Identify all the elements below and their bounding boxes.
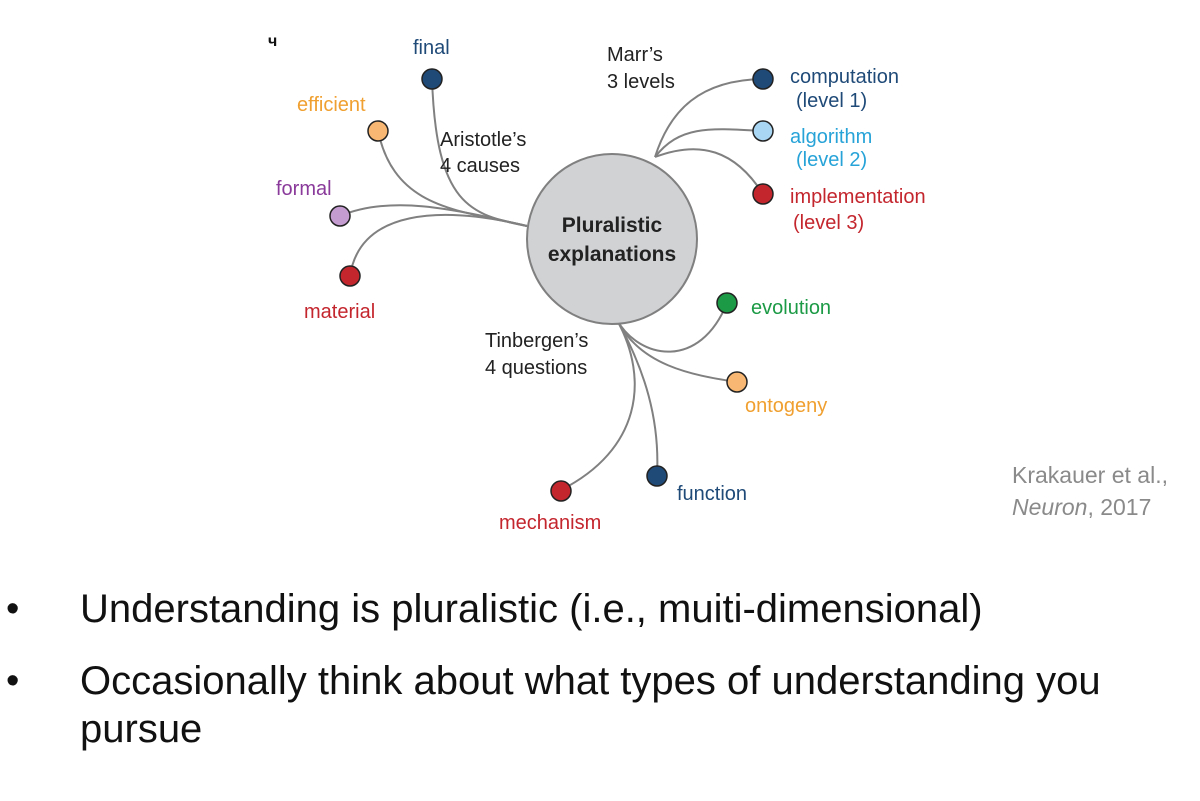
node-implementation: implementation (level 3) [752, 183, 926, 234]
node-function-label: function [677, 483, 747, 505]
node-final-label: final [413, 37, 450, 59]
tinbergen-group-label: Tinbergen’s 4 questions [485, 330, 588, 379]
node-algorithm-sublabel: (level 2) [796, 149, 867, 171]
node-implementation-sublabel: (level 3) [793, 212, 864, 234]
marr-branches [654, 78, 764, 195]
node-ontogeny: ontogeny [726, 371, 827, 417]
bullet-text: Understanding is pluralistic (i.e., muit… [80, 587, 983, 631]
node-computation-label: computation [790, 66, 899, 88]
node-ontogeny-label: ontogeny [745, 395, 827, 417]
node-ontogeny-dot [726, 371, 748, 393]
aristotle-line2: 4 causes [440, 155, 520, 177]
branch-implementation [654, 148, 764, 195]
node-function: function [646, 465, 747, 505]
node-algorithm-dot [752, 120, 774, 142]
node-implementation-label: implementation [790, 186, 926, 208]
node-formal: formal [276, 178, 351, 227]
branch-computation [654, 78, 764, 158]
node-algorithm-label: algorithm [790, 126, 872, 148]
node-mechanism-label: mechanism [499, 512, 601, 534]
branch-ontogeny [616, 319, 738, 383]
bullet-symbol: • [6, 660, 20, 702]
node-evolution: evolution [716, 292, 831, 319]
node-efficient: efficient [297, 94, 389, 142]
citation-source: Neuron, 2017 [1012, 491, 1168, 523]
hub-label-line1: Pluralistic [562, 214, 663, 237]
node-evolution-label: evolution [751, 297, 831, 319]
bullet-list: • Understanding is pluralistic (i.e., mu… [0, 585, 1200, 777]
node-efficient-label: efficient [297, 94, 366, 116]
branch-function [616, 319, 659, 477]
marr-group-label: Marr’s 3 levels [607, 44, 675, 93]
node-mechanism: mechanism [499, 480, 601, 534]
branch-algorithm [654, 128, 764, 158]
bullet-item: • Understanding is pluralistic (i.e., mu… [0, 585, 1200, 633]
node-material-label: material [304, 301, 375, 323]
bullet-item: • Occasionally think about what types of… [0, 657, 1200, 753]
pluralistic-explanations-diagram: ч Pluralistic explanations Aristotle’s 4… [268, 33, 926, 534]
node-formal-label: formal [276, 178, 332, 200]
node-formal-dot [329, 205, 351, 227]
node-material-dot [339, 265, 361, 287]
branch-mechanism [560, 319, 636, 491]
marr-line2: 3 levels [607, 71, 675, 93]
tinbergen-line1: Tinbergen’s [485, 330, 588, 352]
node-mechanism-dot [550, 480, 572, 502]
hub: Pluralistic explanations [526, 153, 698, 325]
bullet-symbol: • [6, 588, 20, 630]
node-final-dot [421, 68, 443, 90]
node-evolution-dot [716, 292, 738, 314]
node-computation: computation (level 1) [752, 66, 899, 112]
hub-circle [526, 153, 698, 325]
node-final: final [413, 37, 450, 90]
bullet-text: Occasionally think about what types of u… [80, 659, 1101, 751]
node-computation-sublabel: (level 1) [796, 90, 867, 112]
aristotle-branches [339, 77, 528, 277]
node-efficient-dot [367, 120, 389, 142]
citation-journal: Neuron [1012, 494, 1088, 520]
tinbergen-branches [560, 302, 738, 491]
marr-line1: Marr’s [607, 44, 663, 66]
citation-authors: Krakauer et al., [1012, 462, 1168, 488]
node-implementation-dot [752, 183, 774, 205]
node-algorithm: algorithm (level 2) [752, 120, 872, 171]
citation-year: , 2017 [1087, 494, 1152, 520]
branch-material [349, 213, 528, 277]
branch-evolution [616, 302, 728, 353]
citation: Krakauer et al., Neuron, 2017 [1012, 459, 1168, 523]
node-function-dot [646, 465, 668, 487]
branch-final [431, 77, 528, 227]
hub-label-line2: explanations [548, 243, 676, 266]
aristotle-group-label: Aristotle’s 4 causes [440, 129, 526, 177]
node-computation-dot [752, 68, 774, 90]
node-material: material [304, 265, 375, 323]
aristotle-line1: Aristotle’s [440, 129, 526, 151]
tinbergen-line2: 4 questions [485, 357, 587, 379]
corner-mark: ч [268, 33, 277, 50]
